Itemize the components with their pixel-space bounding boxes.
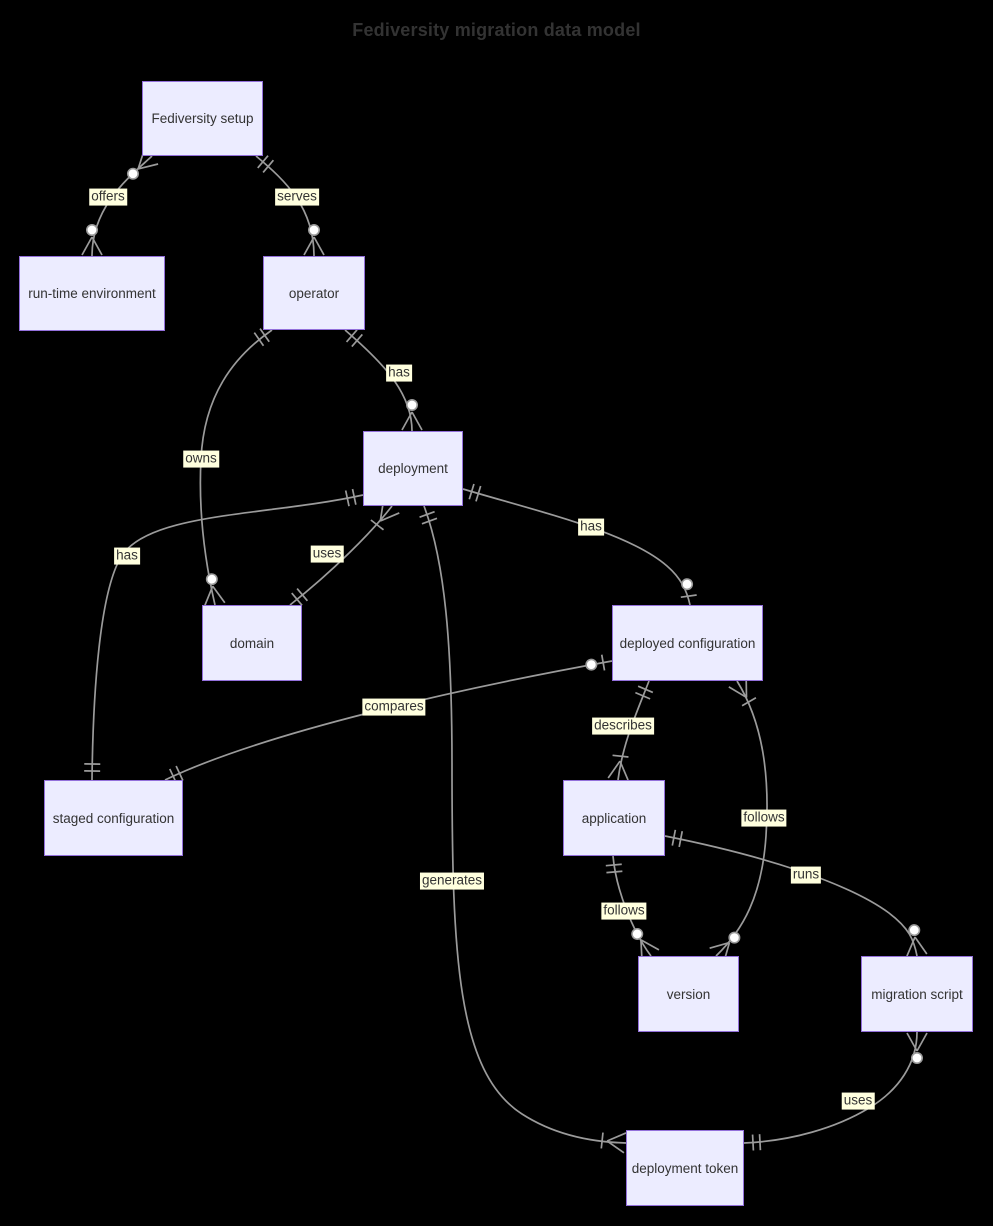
entity-label: migration script <box>871 986 963 1002</box>
cardinality-exactly-one-marker <box>84 763 101 772</box>
entity-domain: domain <box>202 605 302 681</box>
entity-label: domain <box>229 635 275 651</box>
cardinality-exactly-one-marker <box>468 483 482 502</box>
entity-application: application <box>563 780 665 856</box>
edge-path-uses-13 <box>743 1031 918 1144</box>
entity-operator: operator <box>263 256 365 330</box>
edge-label-offers-0: offers <box>89 188 127 206</box>
edge-path-runs-11 <box>664 835 918 957</box>
cardinality-zero-or-many-marker <box>401 399 423 431</box>
edge-label-compares-7: compares <box>362 698 426 716</box>
entity-label: deployed configuration <box>619 635 756 651</box>
edge-label-owns-3: owns <box>183 450 219 468</box>
cardinality-zero-or-many-marker <box>709 931 741 963</box>
edge-label-follows-9: follows <box>741 809 787 827</box>
cardinality-exactly-one-marker <box>671 829 684 848</box>
entity-deployment-token: deployment token <box>626 1130 744 1206</box>
edge-path-generates-12 <box>423 505 627 1144</box>
cardinality-exactly-one-marker <box>635 685 654 700</box>
entity-runtime-environment: run-time environment <box>19 256 165 331</box>
cardinality-zero-or-many-marker <box>906 924 928 957</box>
cardinality-exactly-one-marker <box>751 1134 762 1151</box>
entity-label: run-time environment <box>28 286 156 301</box>
edge-label-runs-11: runs <box>790 866 822 884</box>
edge-label-has-5: has <box>578 518 604 536</box>
cardinality-zero-or-one-marker <box>585 654 606 671</box>
cardinality-exactly-one-marker <box>419 510 438 525</box>
entity-label: Fediversity setup <box>151 111 254 126</box>
cardinality-zero-or-many-marker <box>81 224 103 256</box>
cardinality-zero-or-many-marker <box>631 927 660 961</box>
cardinality-exactly-one-marker <box>253 328 270 347</box>
edge-label-describes-8: describes <box>592 717 654 735</box>
edge-path-has-5 <box>462 488 691 606</box>
edge-label-serves-1: serves <box>275 188 319 206</box>
entity-label: deployment <box>378 461 448 476</box>
cardinality-exactly-one-marker <box>291 588 309 606</box>
edge-path-offers-0 <box>91 155 153 257</box>
entity-staged-configuration: staged configuration <box>44 780 183 856</box>
cardinality-zero-or-many-marker <box>906 1032 928 1064</box>
entity-label: operator <box>288 285 340 301</box>
entity-migration-script: migration script <box>861 956 973 1032</box>
diagram-title: Fediversity migration data model <box>352 20 641 40</box>
edge-path-follows-9 <box>715 680 768 957</box>
cardinality-zero-or-many-marker <box>303 224 325 256</box>
entity-deployment: deployment <box>363 431 463 506</box>
entity-label: staged configuration <box>52 810 175 826</box>
cardinality-one-or-many-marker <box>600 1132 627 1154</box>
cardinality-one-or-many-marker <box>607 754 629 781</box>
entity-label: deployment token <box>631 1160 739 1176</box>
cardinality-zero-or-one-marker <box>680 578 697 599</box>
edge-label-generates-12: generates <box>419 872 485 890</box>
cardinality-exactly-one-marker <box>345 329 363 348</box>
entity-label: version <box>666 986 711 1002</box>
cardinality-exactly-one-marker <box>257 155 275 173</box>
cardinality-exactly-one-marker <box>605 863 623 874</box>
entity-version: version <box>638 956 739 1032</box>
entity-label: application <box>581 810 647 826</box>
entity-fediversity-setup: Fediversity setup <box>142 81 263 156</box>
edge-label-uses-13: uses <box>841 1092 875 1110</box>
edge-label-has-6: has <box>114 547 140 565</box>
entity-deployed-configuration: deployed configuration <box>612 605 763 681</box>
edge-path-owns-3 <box>199 329 273 606</box>
edge-label-follows-10: follows <box>601 902 647 920</box>
cardinality-exactly-one-marker <box>344 488 357 507</box>
edge-label-uses-4: uses <box>310 545 344 563</box>
edge-label-has-2: has <box>386 364 412 382</box>
edge-path-uses-4 <box>289 505 393 606</box>
cardinality-zero-or-many-marker <box>204 573 226 606</box>
